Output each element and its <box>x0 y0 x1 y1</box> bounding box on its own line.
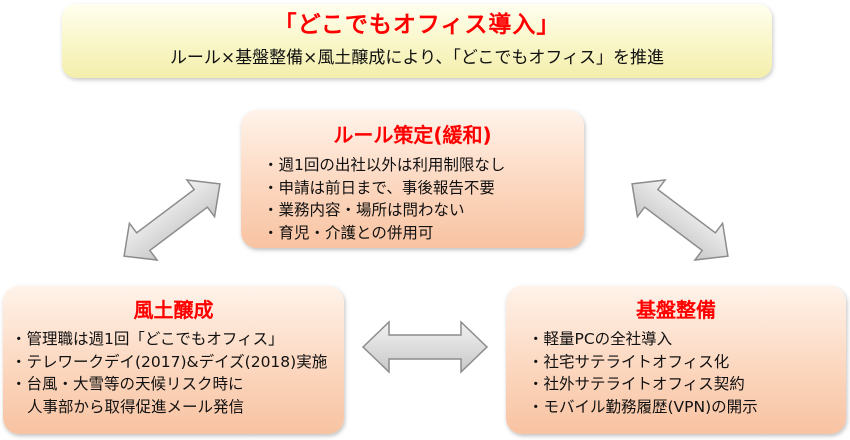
list-item-continuation: 人事部から取得促進メール発信 <box>11 396 327 419</box>
culture-box-title: 風土醸成 <box>133 298 214 322</box>
list-item: ・申請は前日まで、事後報告不要 <box>263 178 495 197</box>
header-banner: 「どこでもオフィス導入」 ルール×基盤整備×風土醸成により、「どこでもオフィス」… <box>62 4 772 78</box>
arrow-culture-infra <box>361 320 489 374</box>
infra-list: ・軽量PCの全社導入 ・社宅サテライトオフィス化 ・社外サテライトオフィス契約 … <box>528 328 758 418</box>
list-item: ・業務内容・場所は問わない <box>263 201 465 219</box>
list-item: ・テレワークデイ(2017)&デイズ(2018)実施 <box>11 352 328 371</box>
rule-list: ・週1回の出社以外は利用制限なし ・申請は前日まで、事後報告不要 ・業務内容・場… <box>263 154 505 244</box>
list-item: ・社宅サテライトオフィス化 <box>528 352 730 371</box>
list-item: ・育児・介護との併用可 <box>263 223 434 242</box>
infra-box-title: 基盤整備 <box>636 298 716 322</box>
rule-box-title: ルール策定(緩和) <box>333 123 492 147</box>
list-item: ・台風・大雪等の天候リスク時に <box>11 375 244 393</box>
rule-box: ルール策定(緩和) ・週1回の出社以外は利用制限なし ・申請は前日まで、事後報告… <box>241 110 584 248</box>
culture-list: ・管理職は週1回「どこでもオフィス」 ・テレワークデイ(2017)&デイズ(20… <box>11 328 327 418</box>
continuation-text: 人事部から取得促進メール発信 <box>27 397 245 416</box>
banner-title: 「どこでもオフィス導入」 <box>273 12 561 38</box>
list-item: ・週1回の出社以外は利用制限なし <box>263 156 506 174</box>
banner-subtitle: ルール×基盤整備×風土醸成により、「どこでもオフィス」を推進 <box>169 48 665 68</box>
list-item: ・モバイル勤務履歴(VPN)の開示 <box>528 397 758 416</box>
list-item: ・軽量PCの全社導入 <box>528 330 673 348</box>
infra-box: 基盤整備 ・軽量PCの全社導入 ・社宅サテライトオフィス化 ・社外サテライトオフ… <box>506 286 846 434</box>
arrow-rule-infra <box>631 179 729 261</box>
culture-box: 風土醸成 ・管理職は週1回「どこでもオフィス」 ・テレワークデイ(2017)&デ… <box>3 286 344 434</box>
arrow-rule-culture <box>123 179 221 261</box>
list-item: ・管理職は週1回「どこでもオフィス」 <box>11 330 284 348</box>
list-item: ・社外サテライトオフィス契約 <box>528 375 745 393</box>
